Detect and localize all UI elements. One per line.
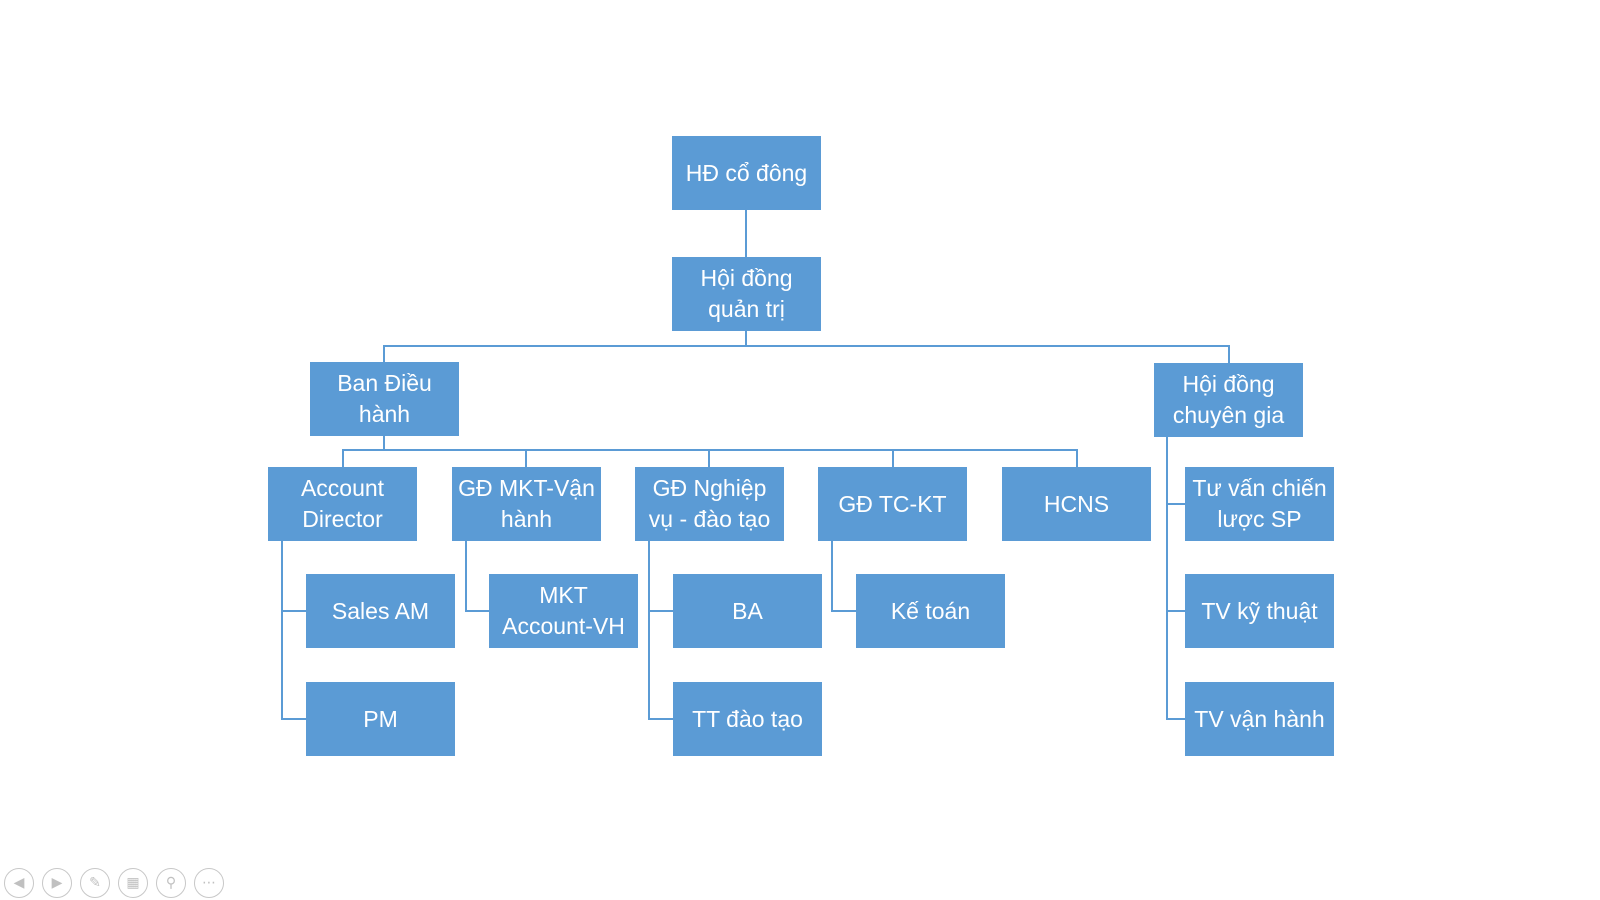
node-label: Account Director	[300, 475, 385, 532]
connector	[281, 541, 306, 720]
connector	[383, 331, 1230, 363]
node-label: PM	[363, 705, 398, 732]
node-label: TV kỹ thuật	[1201, 597, 1318, 624]
node-gd-tc-kt: GĐ TC-KT	[818, 467, 967, 541]
node-label: TV vận hành	[1194, 705, 1325, 732]
node-hd-co-dong: HĐ cổ đông	[672, 136, 821, 210]
node-label: GĐ Nghiệp vụ - đào tạo	[648, 475, 771, 532]
slides-icon[interactable]: ▦	[118, 868, 148, 898]
node-mkt-account-vh: MKT Account-VH	[489, 574, 638, 648]
node-pm: PM	[306, 682, 455, 756]
node-label: HĐ cổ đông	[685, 159, 808, 186]
node-gd-mkt-van-hanh: GĐ MKT-Vận hành	[452, 467, 601, 541]
node-label: Hội đồng quản trị	[700, 265, 793, 322]
node-hoi-dong-quan-tri: Hội đồng quản trị	[672, 257, 821, 331]
node-label: Hội đồng chuyên gia	[1172, 371, 1285, 428]
connector	[1166, 437, 1185, 720]
slideshow-toolbar: ◀ ▶ ✎ ▦ ⚲ ⋯	[4, 868, 224, 898]
node-label: Sales AM	[331, 597, 430, 624]
node-sales-am: Sales AM	[306, 574, 455, 648]
previous-icon[interactable]: ◀	[4, 868, 34, 898]
node-ba: BA	[673, 574, 822, 648]
connector	[831, 541, 856, 612]
node-tv-van-hanh: TV vận hành	[1185, 682, 1334, 756]
node-label: MKT Account-VH	[502, 582, 625, 639]
node-label: TT đào tạo	[692, 705, 803, 732]
pen-icon[interactable]: ✎	[80, 868, 110, 898]
connector	[648, 541, 673, 720]
next-icon[interactable]: ▶	[42, 868, 72, 898]
node-hoi-dong-chuyen-gia: Hội đồng chuyên gia	[1154, 363, 1303, 437]
node-label: HCNS	[1043, 490, 1110, 517]
node-label: GĐ TC-KT	[838, 490, 947, 517]
more-icon[interactable]: ⋯	[194, 868, 224, 898]
node-tu-van-chien-luoc-sp: Tư vấn chiến lược SP	[1185, 467, 1334, 541]
node-label: Kế toán	[890, 597, 971, 624]
node-gd-nghiep-vu-dao-tao: GĐ Nghiệp vụ - đào tạo	[635, 467, 784, 541]
node-hcns: HCNS	[1002, 467, 1151, 541]
node-ban-dieu-hanh: Ban Điều hành	[310, 362, 459, 436]
node-tv-ky-thuat: TV kỹ thuật	[1185, 574, 1334, 648]
node-tt-dao-tao: TT đào tạo	[673, 682, 822, 756]
node-label: BA	[732, 597, 763, 624]
connector	[465, 541, 489, 612]
node-label: Tư vấn chiến lược SP	[1192, 475, 1327, 532]
node-label: Ban Điều hành	[337, 370, 432, 427]
zoom-icon[interactable]: ⚲	[156, 868, 186, 898]
connector	[342, 436, 1078, 467]
node-account-director: Account Director	[268, 467, 417, 541]
node-label: GĐ MKT-Vận hành	[458, 475, 595, 532]
node-ke-toan: Kế toán	[856, 574, 1005, 648]
